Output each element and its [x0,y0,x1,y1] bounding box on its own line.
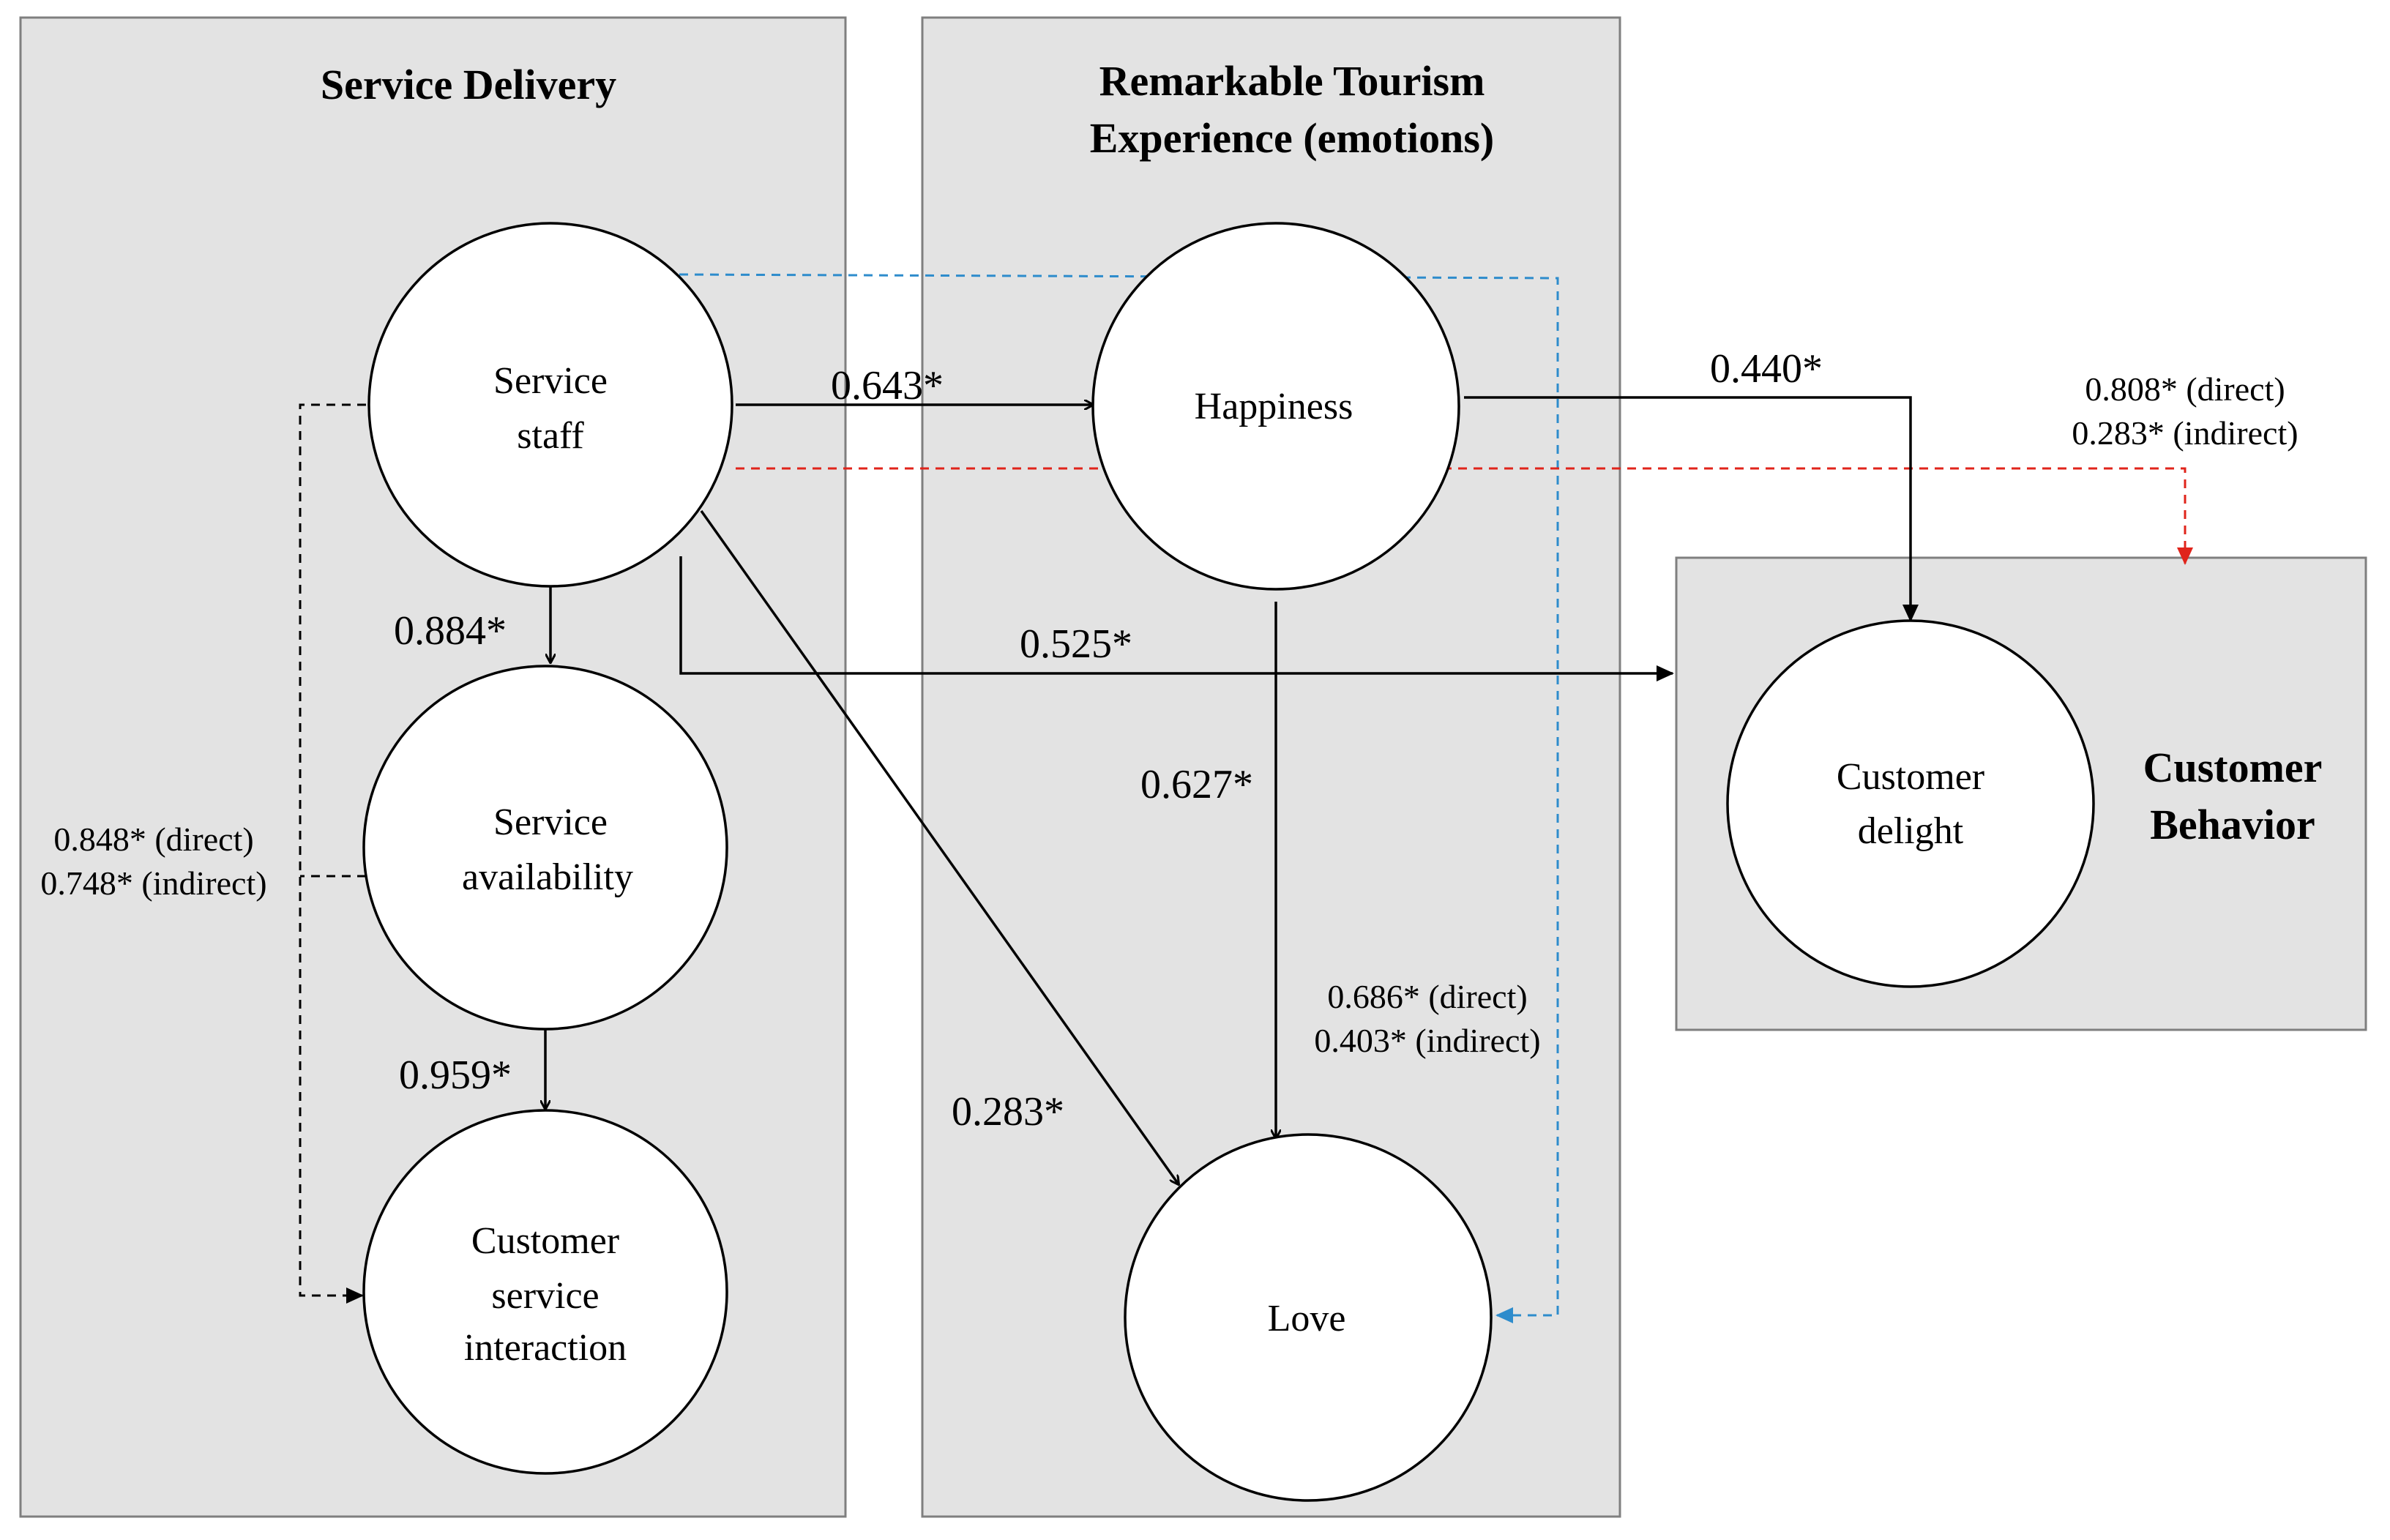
service-staff-node [367,222,733,588]
customer-service-interaction-label-line2: service [491,1275,599,1317]
customer-delight-node [1726,619,2095,988]
staff-to-happiness-coef: 0.643* [831,363,944,408]
happiness-to-delight-coef: 0.440* [1710,346,1823,392]
tourism-experience-title-line2: Experience (emotions) [1090,114,1494,162]
customer-service-interaction-node [362,1109,728,1475]
happiness-to-delight-path [1464,396,1919,622]
service-staff-label-line1: Service [493,360,608,402]
staff-love-direct-coef: 0.686* (direct) [1327,978,1527,1015]
service-availability-label-line2: availability [462,856,633,898]
love-label: Love [1268,1298,1346,1339]
customer-service-interaction-label-line1: Customer [471,1220,619,1262]
customer-delight-label-line1: Customer [1837,756,1984,798]
tourism-experience-title-line1: Remarkable Tourism [1099,57,1485,105]
staff-to-interaction-mediated-path [299,403,366,1304]
happiness-node [1091,222,1460,591]
service-delivery-title: Service Delivery [321,61,616,108]
staff-love-indirect-coef: 0.403* (indirect) [1314,1022,1540,1059]
customer-behavior-title-line1: Customer [2143,744,2323,791]
love-node [1124,1133,1493,1502]
happiness-label: Happiness [1195,386,1353,427]
customer-service-interaction-label-line3: interaction [464,1327,627,1369]
staff-to-love-coef: 0.283* [952,1089,1064,1135]
staff-to-delight-path [679,556,1674,681]
staff-interaction-direct-coef: 0.848* (direct) [53,821,253,858]
staff-interaction-indirect-coef: 0.748* (indirect) [40,864,266,902]
staff-to-delight-coef: 0.525* [1020,621,1132,667]
staff-to-availability-coef: 0.884* [394,608,507,654]
availability-to-interaction-coef: 0.959* [399,1053,512,1098]
service-availability-node [362,665,728,1031]
customer-delight-label-line2: delight [1858,810,1964,852]
service-availability-label-line1: Service [493,801,608,843]
staff-delight-indirect-coef: 0.283* (indirect) [2072,414,2298,452]
happiness-to-love-coef: 0.627* [1140,762,1253,807]
staff-delight-direct-coef: 0.808* (direct) [2085,370,2285,408]
staff-to-love-path [700,509,1179,1184]
service-staff-label-line2: staff [517,415,584,457]
customer-behavior-title-line2: Behavior [2150,801,2315,848]
